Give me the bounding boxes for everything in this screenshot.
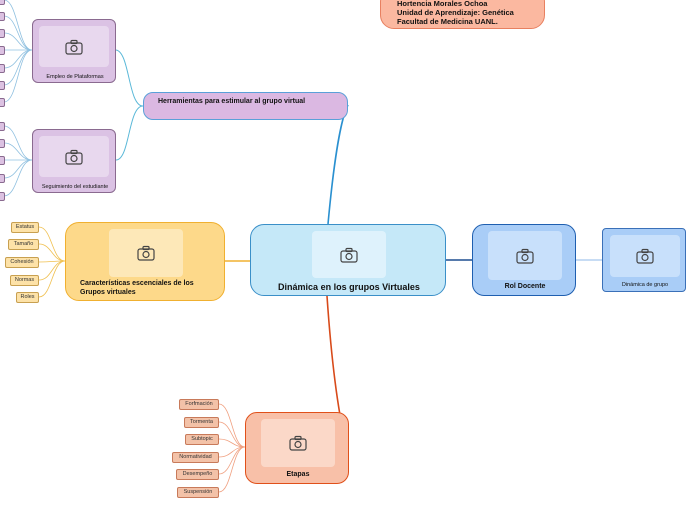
collapsed-topic-stub[interactable] [0, 12, 5, 21]
caracteristicas-label: Características escenciales de los Grupo… [80, 280, 194, 296]
collapsed-topic-stub[interactable] [0, 64, 5, 73]
links-caracteristicas-leaves [38, 226, 66, 298]
camera-icon [289, 435, 307, 451]
leaf-tamano[interactable]: Tamaño [8, 239, 39, 250]
camera-icon [137, 245, 155, 261]
leaf-roles[interactable]: Roles [16, 292, 39, 303]
leaf-normatividad[interactable]: Normatividad [172, 452, 219, 463]
collapsed-topic-stub[interactable] [0, 122, 5, 131]
etapas-node[interactable]: Etapas [245, 412, 349, 484]
etapas-label: Etapas [286, 471, 310, 478]
herramientas-label: Herramientas para estimular al grupo vir… [158, 98, 306, 105]
image-placeholder [261, 419, 335, 467]
plataformas-node[interactable]: Empleo de Plataformas [32, 19, 116, 83]
leaf-suspension[interactable]: Suspensión [177, 487, 219, 498]
image-placeholder [109, 229, 183, 277]
links-seguimiento-stubs [3, 125, 33, 197]
collapsed-topic-stub[interactable] [0, 139, 5, 148]
collapsed-topic-stub[interactable] [0, 29, 5, 38]
seguimiento-node[interactable]: Seguimiento del estudiante [32, 129, 116, 193]
rol-docente-label: Rol Docente [504, 283, 546, 290]
links-plataformas-stubs [3, 0, 33, 103]
image-placeholder [39, 26, 109, 67]
leaf-desempeno[interactable]: Desempeño [176, 469, 219, 480]
author-note[interactable]: Hortencia Morales Ochoa Unidad de Aprend… [380, 0, 545, 29]
author-name: Hortencia Morales Ochoa [397, 0, 488, 8]
links-etapas-leaves [218, 403, 246, 493]
link-central-herramientas [327, 104, 349, 225]
plataformas-label: Empleo de Plataformas [46, 74, 104, 80]
link-herramientas-plataformas [115, 49, 144, 107]
collapsed-topic-stub[interactable] [0, 81, 5, 90]
link-central-etapas [326, 295, 341, 416]
image-placeholder [610, 235, 680, 277]
camera-icon [65, 39, 83, 55]
leaf-formacion[interactable]: Forfmación [179, 399, 219, 410]
collapsed-topic-stub[interactable] [0, 0, 5, 5]
collapsed-topic-stub[interactable] [0, 192, 5, 201]
author-faculty: Facultad de Medicina UANL. [397, 17, 498, 26]
image-placeholder [488, 231, 562, 280]
collapsed-topic-stub[interactable] [0, 98, 5, 107]
central-label: Dinámica en los grupos Virtuales [278, 282, 420, 292]
leaf-cohesion[interactable]: Cohesión [5, 257, 39, 268]
seguimiento-label: Seguimiento del estudiante [41, 184, 109, 190]
leaf-tormenta[interactable]: Tormenta [184, 417, 219, 428]
camera-icon [340, 247, 358, 263]
collapsed-topic-stub[interactable] [0, 156, 5, 165]
image-placeholder [312, 231, 386, 278]
caracteristicas-node[interactable]: Características escenciales de los Grupo… [65, 222, 225, 301]
camera-icon [636, 248, 654, 264]
leaf-normas[interactable]: Normas [10, 275, 39, 286]
leaf-estatus[interactable]: Estatus [11, 222, 39, 233]
camera-icon [516, 248, 534, 264]
dinamica-grupo-label: Dinámica de grupo [621, 282, 669, 288]
image-placeholder [39, 136, 109, 177]
collapsed-topic-stub[interactable] [0, 46, 5, 55]
dinamica-grupo-node[interactable]: Dinámica de grupo [602, 228, 686, 292]
central-node[interactable]: Dinámica en los grupos Virtuales [250, 224, 446, 296]
camera-icon [65, 149, 83, 165]
rol-docente-node[interactable]: Rol Docente [472, 224, 576, 296]
link-herramientas-seguimiento [115, 105, 144, 161]
herramientas-node[interactable]: Herramientas para estimular al grupo vir… [143, 92, 348, 120]
leaf-subtopic[interactable]: Subtopic [185, 434, 219, 445]
author-unit: Unidad de Aprendizaje: Genética [397, 8, 514, 17]
collapsed-topic-stub[interactable] [0, 174, 5, 183]
